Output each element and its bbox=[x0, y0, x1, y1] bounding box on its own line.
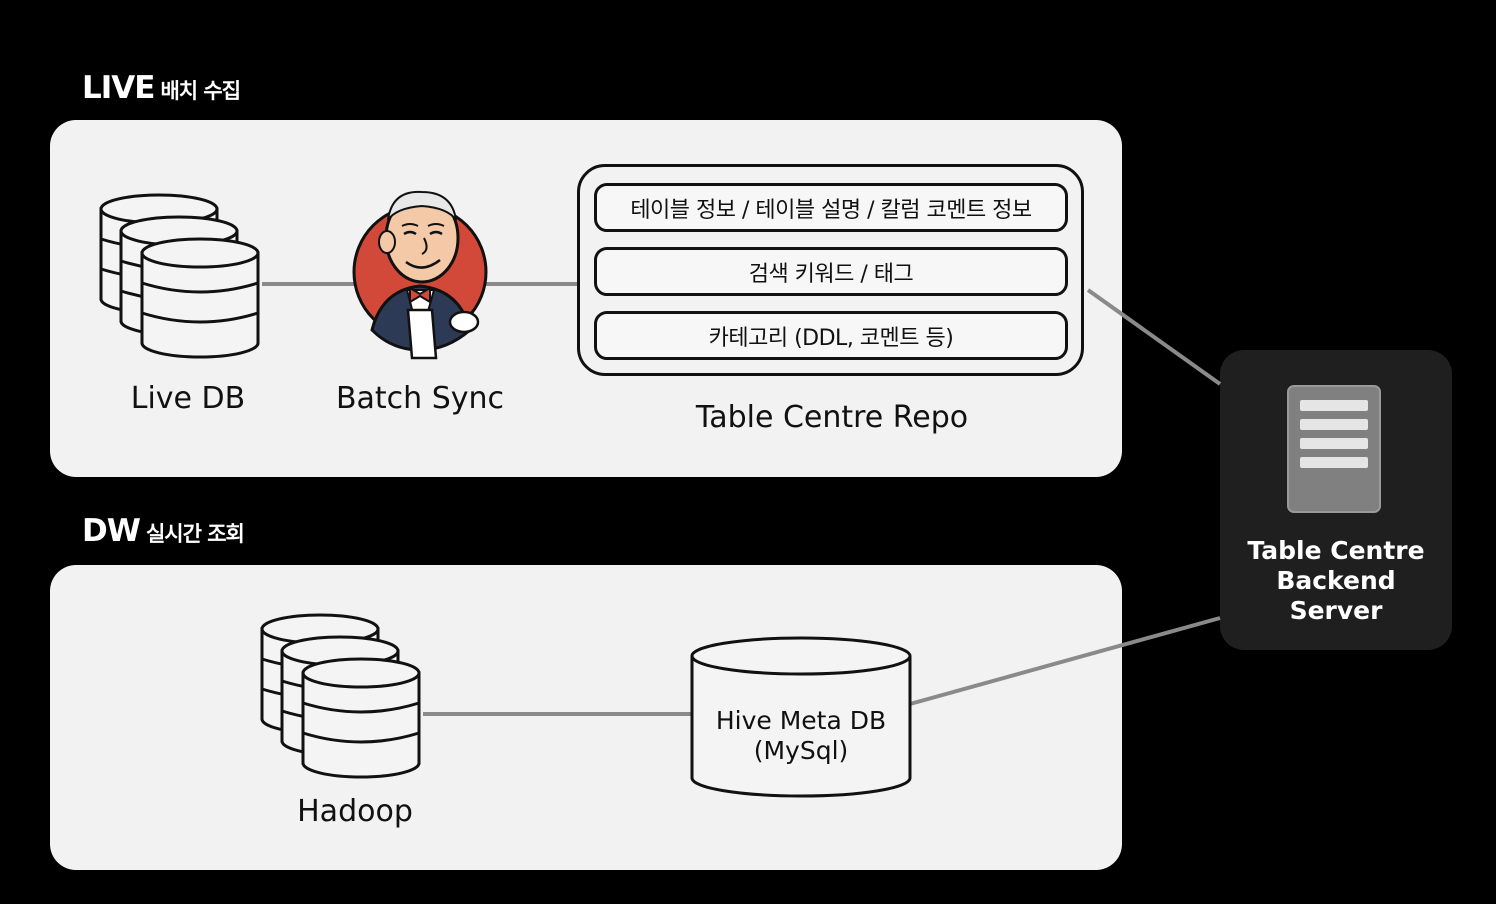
jenkins-butler-icon bbox=[352, 190, 488, 360]
server-icon bbox=[1287, 385, 1381, 513]
live-title-main: LIVE bbox=[82, 70, 155, 106]
hive-label-line-1: Hive Meta DB bbox=[715, 706, 887, 735]
live-db-label: Live DB bbox=[130, 381, 246, 416]
live-title-sub: 배치 수집 bbox=[160, 79, 241, 103]
hive-label-line-2: (MySql) bbox=[753, 736, 849, 765]
connector-repo-server bbox=[1086, 288, 1222, 386]
dw-panel bbox=[50, 565, 1122, 870]
batch-sync-label: Batch Sync bbox=[335, 381, 505, 416]
server-label-line-3: Server bbox=[1289, 596, 1383, 625]
hadoop-label: Hadoop bbox=[297, 794, 413, 829]
server-label: Table Centre Backend Server bbox=[1220, 536, 1452, 626]
connector-hive-server bbox=[909, 616, 1221, 706]
dw-title-main: DW bbox=[82, 513, 141, 549]
database-stack-icon bbox=[99, 193, 260, 359]
hive-label: Hive Meta DB (MySql) bbox=[692, 706, 910, 766]
server-label-line-2: Backend bbox=[1276, 566, 1396, 595]
server-label-line-1: Table Centre bbox=[1247, 536, 1425, 565]
repo-item-keywords: 검색 키워드 / 태그 bbox=[594, 247, 1068, 296]
repo-item-category: 카테고리 (DDL, 코멘트 등) bbox=[594, 311, 1068, 360]
database-cylinder-icon bbox=[690, 636, 912, 798]
database-stack-icon bbox=[260, 613, 421, 779]
repo-item-table-info: 테이블 정보 / 테이블 설명 / 칼럼 코멘트 정보 bbox=[594, 183, 1068, 232]
dw-title-sub: 실시간 조회 bbox=[145, 522, 245, 546]
repo-label: Table Centre Repo bbox=[695, 400, 969, 435]
repo-frame bbox=[577, 164, 1084, 376]
